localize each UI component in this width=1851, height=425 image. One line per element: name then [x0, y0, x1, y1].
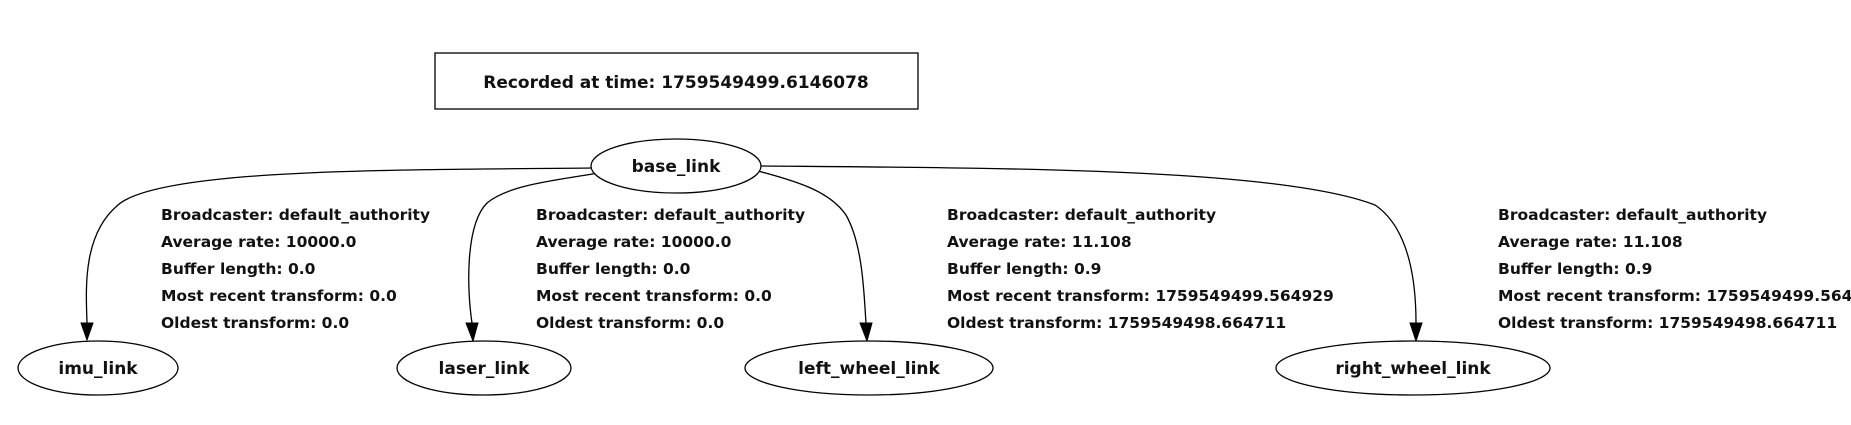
node-base-link[interactable]: base_link [590, 138, 762, 194]
edge-laser-buffer: Buffer length: 0.0 [536, 260, 691, 278]
edge-base-to-laser [465, 172, 599, 343]
edge-right-buffer: Buffer length: 0.9 [1498, 260, 1652, 278]
node-imu-link-label: imu_link [58, 359, 138, 379]
node-base-link-label: base_link [632, 157, 722, 177]
edge-left-broadcaster: Broadcaster: default_authority [947, 206, 1216, 224]
edge-imu-buffer: Buffer length: 0.0 [161, 260, 316, 278]
edge-left-buffer: Buffer length: 0.9 [947, 260, 1101, 278]
edge-imu-broadcaster: Broadcaster: default_authority [161, 206, 430, 224]
node-left-wheel-link[interactable]: left_wheel_link [744, 340, 994, 396]
edge-imu-oldest: Oldest transform: 0.0 [161, 314, 349, 332]
edge-base-to-left-wheel [757, 170, 873, 343]
edge-imu-rate: Average rate: 10000.0 [161, 233, 357, 251]
edge-label-imu: Broadcaster: default_authority Average r… [161, 206, 430, 332]
edge-right-recent: Most recent transform: 1759549499.564929 [1498, 287, 1851, 305]
edge-base-to-imu [80, 167, 595, 342]
edge-base-to-right-wheel [759, 165, 1423, 343]
edge-right-rate: Average rate: 11.108 [1498, 233, 1683, 251]
node-right-wheel-link-label: right_wheel_link [1335, 359, 1491, 379]
node-left-wheel-link-label: left_wheel_link [798, 359, 940, 379]
recorded-time-text: Recorded at time: 1759549499.6146078 [483, 73, 869, 93]
edge-laser-recent: Most recent transform: 0.0 [536, 287, 772, 305]
recorded-time-box: Recorded at time: 1759549499.6146078 [434, 52, 919, 110]
edge-laser-broadcaster: Broadcaster: default_authority [536, 206, 805, 224]
edge-right-oldest: Oldest transform: 1759549498.664711 [1498, 314, 1837, 332]
node-laser-link-label: laser_link [439, 359, 531, 379]
edge-label-laser: Broadcaster: default_authority Average r… [536, 206, 805, 332]
node-laser-link[interactable]: laser_link [396, 340, 572, 396]
edge-left-rate: Average rate: 11.108 [947, 233, 1132, 251]
edge-label-left-wheel: Broadcaster: default_authority Average r… [947, 206, 1334, 332]
edge-right-broadcaster: Broadcaster: default_authority [1498, 206, 1767, 224]
edge-laser-oldest: Oldest transform: 0.0 [536, 314, 724, 332]
edge-left-oldest: Oldest transform: 1759549498.664711 [947, 314, 1286, 332]
edge-imu-recent: Most recent transform: 0.0 [161, 287, 397, 305]
node-right-wheel-link[interactable]: right_wheel_link [1275, 340, 1551, 396]
edge-laser-rate: Average rate: 10000.0 [536, 233, 732, 251]
edge-left-recent: Most recent transform: 1759549499.564929 [947, 287, 1334, 305]
edge-label-right-wheel: Broadcaster: default_authority Average r… [1498, 206, 1851, 332]
node-imu-link[interactable]: imu_link [17, 340, 179, 396]
